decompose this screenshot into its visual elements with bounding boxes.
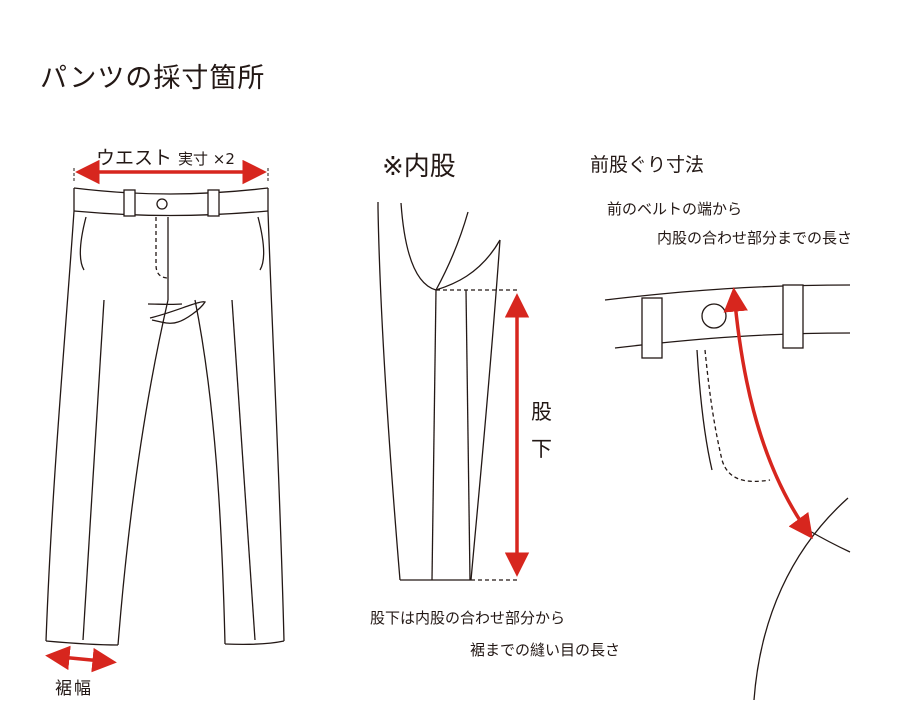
waist-label: ウエスト実寸 ×2 [96, 143, 235, 170]
inseam-leg-drawing [377, 202, 520, 581]
rise-title: 前股ぐり寸法 [590, 154, 705, 176]
inseam-description-line2: 裾までの縫い目の長さ [470, 641, 621, 659]
inseam-vertical-label-1: 股 [531, 400, 552, 424]
hem-measure-arrow [45, 645, 117, 673]
page-title: パンツの採寸箇所 [40, 63, 266, 94]
waist-label-text: ウエスト [96, 147, 173, 169]
inseam-vertical-label-2: 下 [531, 437, 552, 461]
rise-description-line2: 内股の合わせ部分までの長さ [657, 229, 853, 247]
rise-measure-arrow [723, 287, 813, 539]
pants-front-drawing [45, 187, 285, 646]
rise-detail-drawing [604, 284, 851, 701]
inseam-description-line1: 股下は内股の合わせ部分から [370, 609, 566, 627]
rise-description-line1: 前のベルトの端から [607, 200, 743, 218]
hem-label: 裾幅 [55, 679, 93, 699]
waist-sub-label: 実寸 ×2 [178, 150, 235, 168]
inseam-title: ※内股 [382, 152, 456, 182]
